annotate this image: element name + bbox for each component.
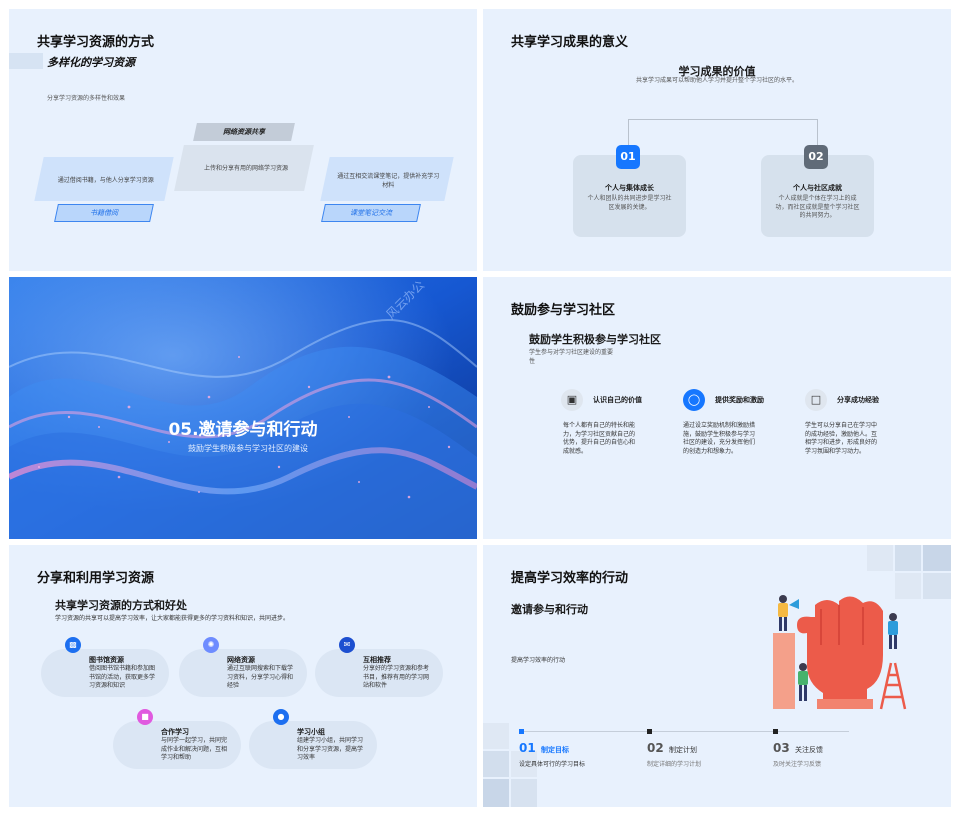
step-text: 制定详细的学习计划 <box>647 761 702 768</box>
timeline-line <box>519 731 849 732</box>
slide-subtitle: 多样化的学习资源 <box>47 56 135 69</box>
center-card: 上传和分享有用的网络学习资源 <box>174 145 314 191</box>
item-text: 与同学一起学习，共同完成作业和解决问题，互相学习和帮助 <box>161 737 228 762</box>
decor-squares-bottom <box>483 723 543 807</box>
section-description: 学习资源的共享可以提高学习效率，让大家都能获得更多的学习资料和知识，共同进步。 <box>55 615 290 622</box>
slide-sharing-methods[interactable]: 共享学习资源的方式 多样化的学习资源 分享学习资源的多样性和效果 网络资源共享 … <box>9 9 477 271</box>
timeline-marker <box>647 729 652 734</box>
item-title: 网络资源 <box>227 656 255 664</box>
section-description: 学生参与对学习社区建设的重要性 <box>529 349 614 365</box>
section-heading: 共享学习资源的方式和好处 <box>55 599 187 612</box>
center-tag: 网络资源共享 <box>193 123 295 141</box>
document-icon: □ <box>805 389 827 411</box>
section-description: 提高学习效率的行动 <box>511 657 566 664</box>
item-title: 学习小组 <box>297 728 325 736</box>
raised-fist-illustration <box>773 595 907 710</box>
step-number: 01 <box>519 741 536 755</box>
item-title: 互相推荐 <box>363 656 391 664</box>
section-title: 05.邀请参与和行动 <box>168 420 318 440</box>
item-text: 组建学习小组，共同学习和分享学习资源，提高学习效率 <box>297 737 364 762</box>
section-subtitle: 鼓励学生积极参与学习社区的建设 <box>188 444 308 453</box>
slide-encourage-participation[interactable]: 鼓励参与学习社区 鼓励学生积极参与学习社区 学生参与对学习社区建设的重要性 ▣ … <box>483 277 951 539</box>
connector-line <box>628 119 818 149</box>
step-title: 关注反馈 <box>795 746 823 754</box>
section-description: 共享学习成果可以帮助他人学习并提升整个学习社区的水平。 <box>635 77 798 84</box>
left-card: 通过借阅书籍，与他人分享学习资源 <box>34 157 174 201</box>
slide-description: 分享学习资源的多样性和效果 <box>47 95 126 102</box>
resource-pill: ▩ 图书馆资源 借阅图书馆书籍和参加图书馆的活动，获取更多学习资源和知识 <box>41 637 169 697</box>
item-text: 分享好的学习资源和参考书目，推荐有用的学习网站和软件 <box>363 665 430 690</box>
group-icon: ■ <box>137 709 153 725</box>
step-title: 制定目标 <box>541 746 569 754</box>
value-card-2: 02 个人与社区成就 个人成就是个体在学习上的成功，而社区成就是整个学习社区的共… <box>761 145 874 237</box>
decor-squares-top <box>867 545 951 607</box>
resource-pill: ✉ 互相推荐 分享好的学习资源和参考书目，推荐有用的学习网站和软件 <box>315 637 443 697</box>
timeline-marker <box>773 729 778 734</box>
card-text: 个人成就是个体在学习上的成功，而社区成就是整个学习社区的共同努力。 <box>775 195 860 220</box>
chat-icon: ✉ <box>339 637 355 653</box>
wave-background <box>9 277 477 539</box>
slide-using-resources[interactable]: 分享和利用学习资源 共享学习资源的方式和好处 学习资源的共享可以提高学习效率，让… <box>9 545 477 807</box>
slide-title: 分享和利用学习资源 <box>37 571 155 586</box>
resource-pill: ✺ 网络资源 通过互联网搜索和下载学习资料，分享学习心得和经验 <box>179 637 307 697</box>
step-number: 02 <box>647 741 664 755</box>
slide-title: 共享学习资源的方式 <box>37 35 155 50</box>
card-number: 02 <box>804 145 828 169</box>
item-text: 通过设立奖励机制和激励措施，鼓励学生积极参与学习社区的建设，充分发挥他们的创造力… <box>683 422 756 456</box>
slide-title: 鼓励参与学习社区 <box>511 303 616 318</box>
card-text: 个人和团队的共同进步是学习社区发展的关键。 <box>587 195 672 211</box>
item-title: 提供奖励和激励 <box>715 396 764 404</box>
slide-title: 提高学习效率的行动 <box>511 571 629 586</box>
item-title: 认识自己的价值 <box>593 396 642 404</box>
slide-sharing-meaning[interactable]: 共享学习成果的意义 学习成果的价值 共享学习成果可以帮助他人学习并提升整个学习社… <box>483 9 951 271</box>
item-text: 借阅图书馆书籍和参加图书馆的活动，获取更多学习资源和知识 <box>89 665 156 690</box>
slide-efficiency-actions[interactable]: 提高学习效率的行动 邀请参与和行动 提高学习效率的行动 01 制定目标 设定具体… <box>483 545 951 807</box>
left-tag: 书籍借阅 <box>54 204 154 222</box>
slide-title: 共享学习成果的意义 <box>511 35 629 50</box>
step-text: 设定具体可行的学习目标 <box>519 761 586 768</box>
slide-section-cover[interactable]: 风云办公 05.邀请参与和行动 鼓励学生积极参与学习社区的建设 <box>9 277 477 539</box>
card-title: 个人与社区成就 <box>793 184 842 192</box>
clipboard-icon: ▣ <box>561 389 583 411</box>
resource-pill: ● 学习小组 组建学习小组，共同学习和分享学习资源，提高学习效率 <box>249 709 377 769</box>
item-title: 合作学习 <box>161 728 189 736</box>
item-text: 每个人都有自己的特长和能力，为学习社区贡献自己的优势，提升自己的自信心和成就感。 <box>563 422 636 456</box>
card-number: 01 <box>616 145 640 169</box>
decor-block <box>9 53 43 69</box>
resource-pill: ■ 合作学习 与同学一起学习，共同完成作业和解决问题，互相学习和帮助 <box>113 709 241 769</box>
section-heading: 邀请参与和行动 <box>511 603 588 616</box>
section-heading: 鼓励学生积极参与学习社区 <box>529 333 661 346</box>
card-title: 个人与集体成长 <box>605 184 654 192</box>
award-icon: ◯ <box>683 389 705 411</box>
network-icon: ✺ <box>203 637 219 653</box>
team-icon: ● <box>273 709 289 725</box>
item-title: 分享成功经验 <box>837 396 879 404</box>
library-icon: ▩ <box>65 637 81 653</box>
step-text: 及时关注学习反馈 <box>773 761 822 768</box>
item-text: 学生可以分享自己在学习中的成功经验，激励他人。互相学习和进步，形成良好的学习氛围… <box>805 422 878 456</box>
value-card-1: 01 个人与集体成长 个人和团队的共同进步是学习社区发展的关键。 <box>573 145 686 237</box>
item-title: 图书馆资源 <box>89 656 124 664</box>
step-title: 制定计划 <box>669 746 697 754</box>
item-text: 通过互联网搜索和下载学习资料，分享学习心得和经验 <box>227 665 294 690</box>
step-number: 03 <box>773 741 790 755</box>
timeline-marker <box>519 729 524 734</box>
right-card: 通过互相交流课堂笔记，提供补充学习材料 <box>320 157 454 201</box>
right-tag: 课堂笔记交流 <box>321 204 421 222</box>
section-heading: 学习成果的价值 <box>678 65 756 78</box>
